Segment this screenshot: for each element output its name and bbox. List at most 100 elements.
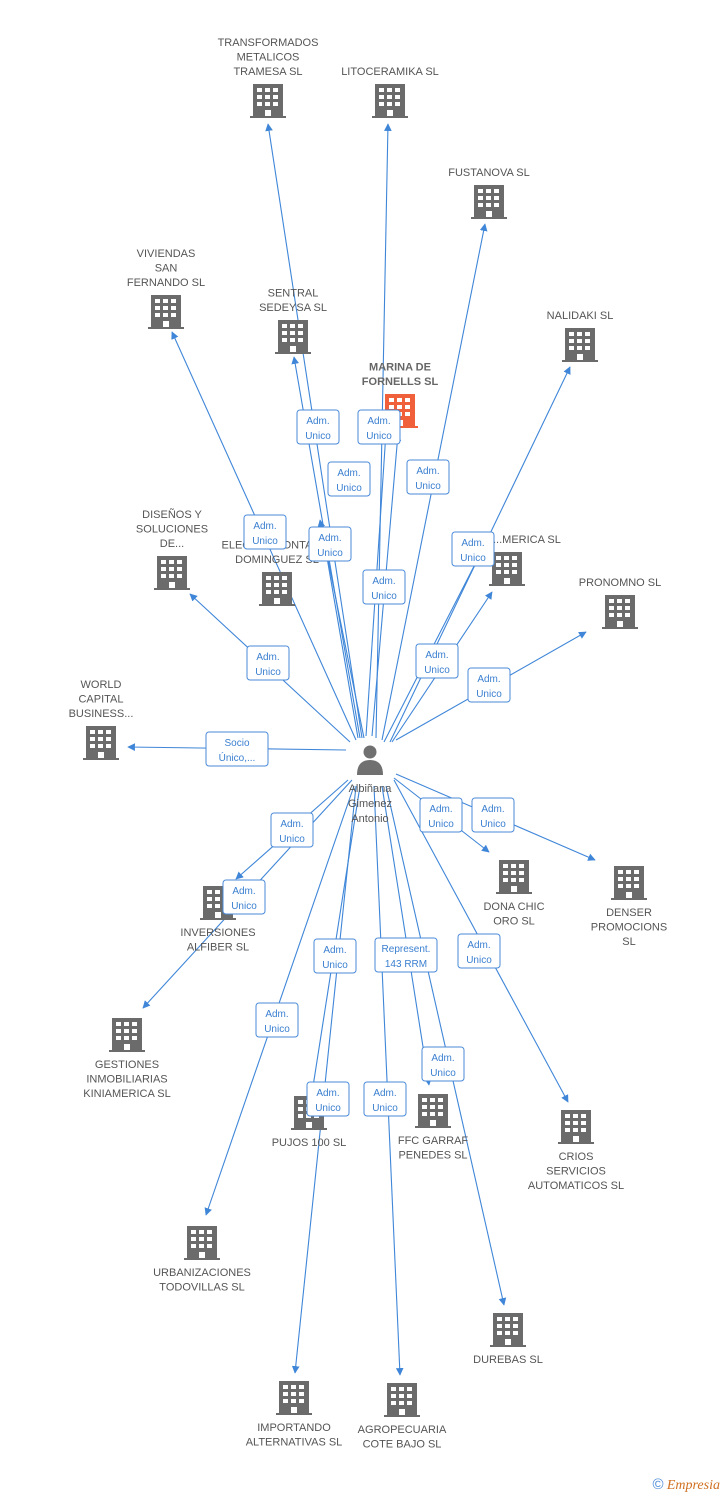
role-label-e-durebas[interactable]: Adm.Unico — [421, 1046, 465, 1082]
role-label-e-donachic[interactable]: Adm.Unico — [419, 797, 463, 833]
role-label-e-fustanova[interactable]: Adm.Unico — [406, 459, 450, 495]
role-label-text: Único,... — [219, 751, 256, 764]
role-label-text: Unico — [322, 960, 348, 971]
role-label-e-agropecuaria[interactable]: Adm.Unico — [363, 1081, 407, 1117]
company-label: TODOVILLAS SL — [159, 1282, 244, 1294]
building-icon — [275, 320, 311, 354]
role-label-box — [357, 409, 401, 445]
role-label-e-inversiones[interactable]: Adm.Unico — [270, 812, 314, 848]
role-label-e-world[interactable]: SocioÚnico,... — [205, 731, 269, 767]
company-node-america[interactable]: ...MERICA SL — [489, 534, 561, 586]
role-label-e-electro-c[interactable]: Adm.Unico — [308, 526, 352, 562]
edge-to-urbanizaciones — [204, 785, 355, 1216]
edge-labels-layer: Adm.UnicoAdm.UnicoAdm.UnicoAdm.UnicoAdm.… — [205, 409, 515, 1117]
edges-layer — [127, 123, 596, 1376]
company-label: FUSTANOVA SL — [448, 167, 530, 179]
role-label-e-urbanizaciones[interactable]: Adm.Unico — [255, 1002, 299, 1038]
role-label-e-america-a[interactable]: Adm.Unico — [451, 531, 495, 567]
role-label-text: Adm. — [425, 650, 448, 661]
building-icon — [83, 726, 119, 760]
role-label-text: Adm. — [265, 1009, 288, 1020]
role-label-box — [243, 514, 287, 550]
building-icon — [496, 860, 532, 894]
edge-to-durebas — [385, 785, 507, 1306]
role-label-text: Unico — [305, 431, 331, 442]
building-icon — [384, 1383, 420, 1417]
role-label-box — [246, 645, 290, 681]
company-label: SEDEYSA SL — [259, 302, 327, 314]
company-label: LITOCERAMIKA SL — [341, 66, 439, 78]
role-label-text: Adm. — [318, 533, 341, 544]
company-label: TRAMESA SL — [233, 66, 302, 78]
company-label: PUJOS 100 SL — [272, 1137, 347, 1149]
company-node-nalidaki[interactable]: NALIDAKI SL — [547, 310, 614, 362]
role-label-text: Adm. — [232, 886, 255, 897]
role-label-text: Adm. — [416, 466, 439, 477]
building-icon — [471, 185, 507, 219]
company-node-litoceramika[interactable]: LITOCERAMIKA SL — [341, 66, 439, 118]
company-label: PRONOMNO SL — [579, 577, 662, 589]
role-label-text: Adm. — [323, 945, 346, 956]
brand-name[interactable]: Empresia — [666, 1478, 720, 1493]
role-label-e-represent[interactable]: Represent.143 RRM — [374, 937, 438, 973]
role-label-e-america-b[interactable]: Adm.Unico — [415, 643, 459, 679]
edge-to-importando — [291, 785, 357, 1374]
copyright-footer: © Empresia — [652, 1476, 720, 1494]
company-label: GESTIONES — [95, 1059, 159, 1071]
company-node-fustanova[interactable]: FUSTANOVA SL — [448, 167, 530, 219]
role-label-e-electro-a[interactable]: Adm.Unico — [327, 461, 371, 497]
role-label-e-electro-b[interactable]: Adm. Unico — [243, 514, 287, 550]
role-label-e-disenos[interactable]: Adm.Unico — [246, 645, 290, 681]
role-label-text: Adm. — [306, 416, 329, 427]
role-label-box — [270, 812, 314, 848]
role-label-e-pujos-b[interactable]: Adm.Unico — [306, 1081, 350, 1117]
role-label-text: Adm. — [367, 416, 390, 427]
company-node-durebas[interactable]: DUREBAS SL — [473, 1313, 543, 1366]
building-icon — [259, 572, 295, 606]
company-node-disenos[interactable]: DISEÑOS YSOLUCIONESDE... — [136, 508, 208, 590]
company-node-world[interactable]: WORLDCAPITALBUSINESS... — [69, 679, 134, 760]
building-icon — [109, 1018, 145, 1052]
role-label-box — [308, 526, 352, 562]
role-label-text: Adm. — [316, 1088, 339, 1099]
role-label-e-sentral[interactable]: Adm. Unico — [296, 409, 340, 445]
role-label-e-marina[interactable]: Adm.Unico — [357, 409, 401, 445]
company-node-pronomno[interactable]: PRONOMNO SL — [579, 577, 662, 629]
role-label-text: Adm. — [253, 521, 276, 532]
company-label: NALIDAKI SL — [547, 310, 614, 322]
role-label-text: Unico — [252, 536, 278, 547]
company-node-pujos[interactable]: PUJOS 100 SL — [272, 1096, 347, 1149]
role-label-e-gestiones[interactable]: Adm.Unico — [222, 879, 266, 915]
company-label: WORLD — [81, 679, 122, 691]
company-label: DOMINGUEZ SL — [235, 554, 319, 566]
role-label-e-pronomno[interactable]: Adm.Unico — [467, 667, 511, 703]
role-label-e-litoceramika[interactable]: Adm.Unico — [362, 569, 406, 605]
role-label-box — [419, 797, 463, 833]
role-label-e-pujos-a[interactable]: Adm. Unico — [313, 938, 357, 974]
role-label-e-denser[interactable]: Adm.Unico — [471, 797, 515, 833]
role-label-box — [363, 1081, 407, 1117]
role-label-text: Adm. — [256, 652, 279, 663]
company-label: CAPITAL — [78, 694, 123, 706]
role-label-text: Adm. — [481, 804, 504, 815]
role-label-text: Represent. — [382, 944, 431, 955]
role-label-box — [451, 531, 495, 567]
role-label-text: Adm. — [431, 1053, 454, 1064]
company-label: ORO SL — [493, 916, 535, 928]
role-label-e-crios[interactable]: Adm.Unico — [457, 933, 501, 969]
